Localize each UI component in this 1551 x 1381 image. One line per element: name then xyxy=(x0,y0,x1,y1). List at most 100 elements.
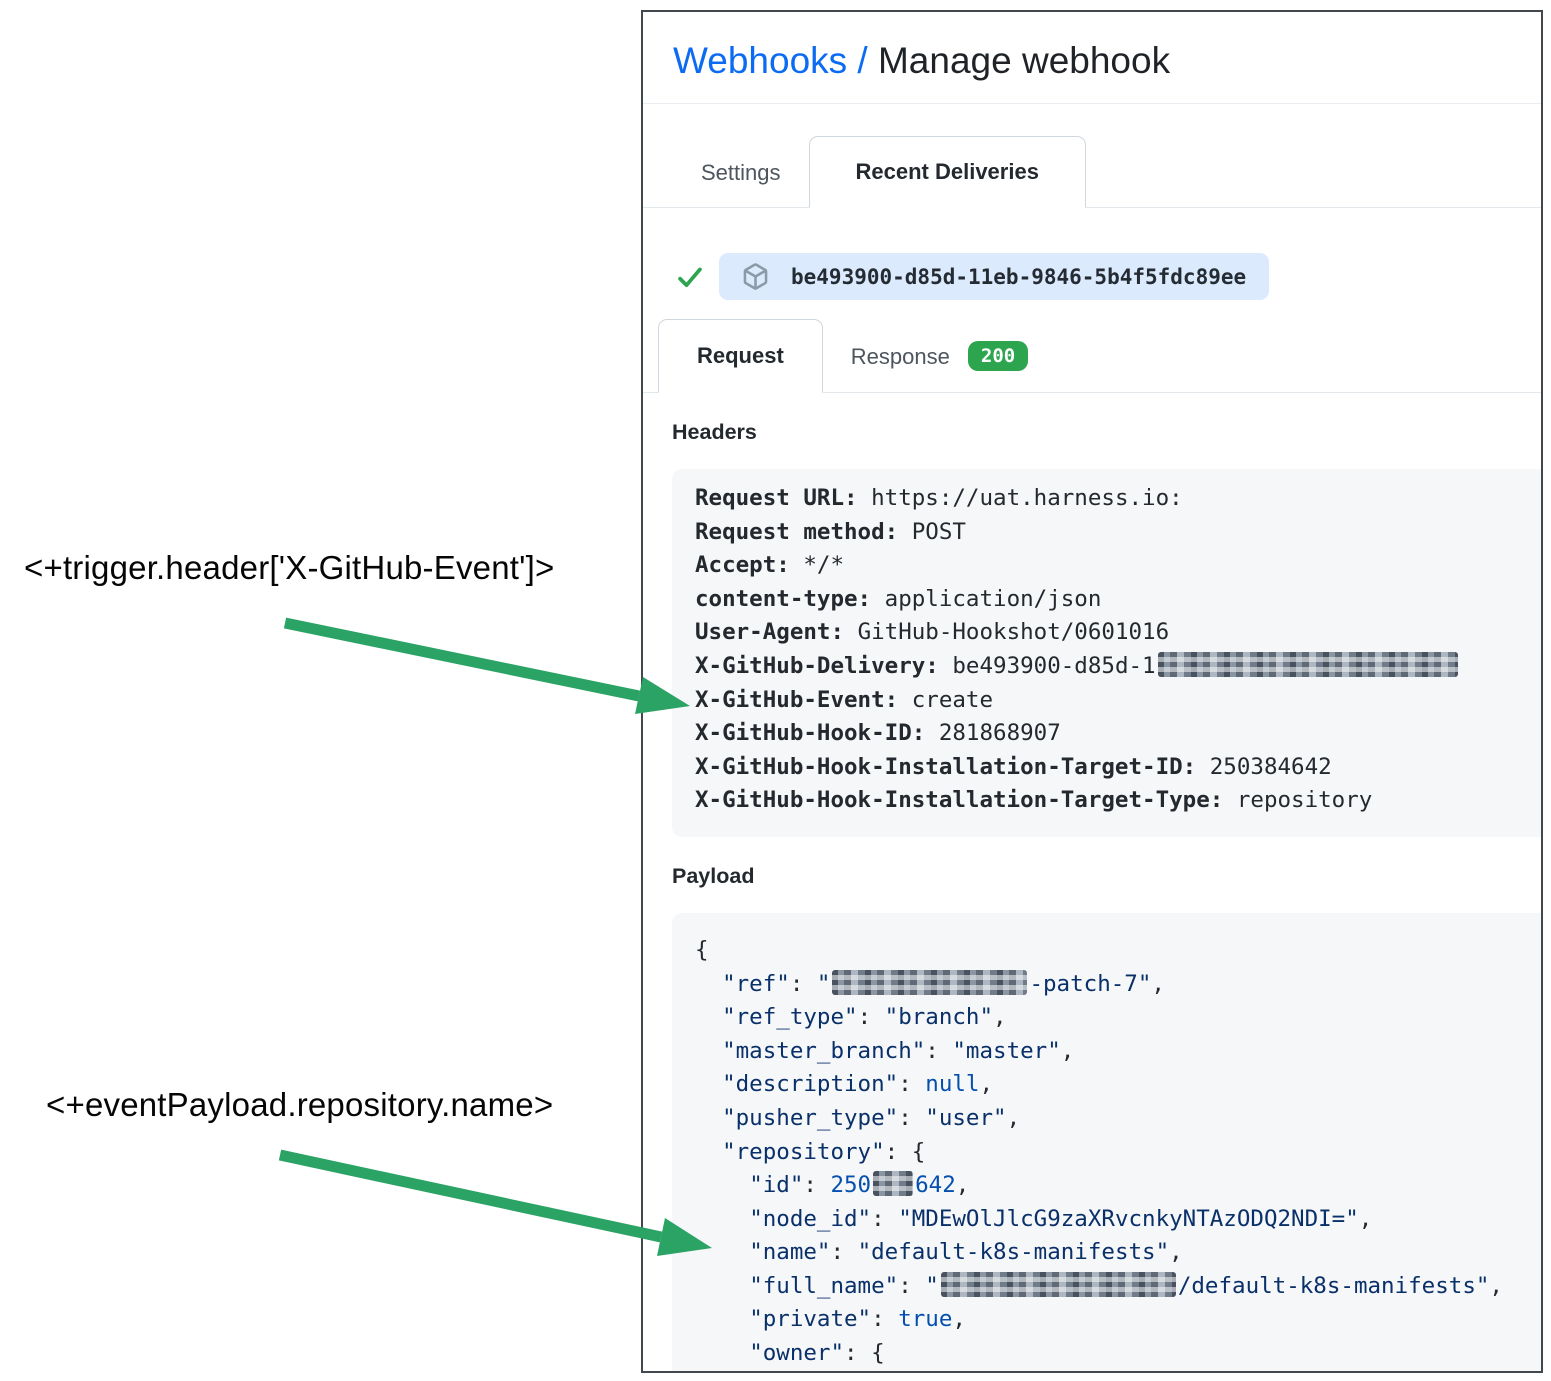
payload-token: "MDEwOlJlcG9zaXRvcnkyNTAzODQ2NDI=" xyxy=(898,1205,1359,1232)
payload-line: { xyxy=(695,934,1517,968)
header-row: content-type: application/json xyxy=(695,583,1517,617)
payload-token: "pusher_type" xyxy=(722,1104,899,1131)
header-row: X-GitHub-Hook-ID: 281868907 xyxy=(695,717,1517,751)
payload-token: "default-k8s-manifests" xyxy=(857,1239,1170,1266)
header-row: X-GitHub-Hook-Installation-Target-ID: 25… xyxy=(695,751,1517,785)
payload-token: /default-k8s-manifests" xyxy=(1177,1272,1490,1299)
response-status-badge: 200 xyxy=(967,341,1029,371)
payload-line: "pusher_type": "user", xyxy=(695,1102,1517,1136)
payload-line: "full_name": " /default-k8s-manifests", xyxy=(695,1270,1517,1304)
payload-token: , xyxy=(1151,970,1165,997)
delivery-id-pill[interactable]: be493900-d85d-11eb-9846-5b4f5fdc89ee xyxy=(719,253,1270,300)
headers-section-title: Headers xyxy=(672,420,757,444)
payload-token xyxy=(695,1172,749,1198)
payload-token: , xyxy=(1489,1272,1503,1299)
tab-settings[interactable]: Settings xyxy=(701,160,781,185)
request-response-tabs: Request Response 200 xyxy=(643,319,1541,393)
payload-section-title: Payload xyxy=(672,863,755,888)
payload-expression-label: <+eventPayload.repository.name> xyxy=(46,1086,554,1123)
redacted-text xyxy=(873,1171,914,1197)
header-name: X-GitHub-Hook-Installation-Target-Type: xyxy=(695,787,1224,814)
payload-token: "node_id" xyxy=(749,1205,872,1232)
header-name: content-type: xyxy=(695,585,872,612)
tab-response-label: Response xyxy=(850,344,950,369)
payload-token: , xyxy=(1006,1104,1021,1131)
tab-request[interactable]: Request xyxy=(658,319,823,393)
header-name: User-Agent: xyxy=(695,619,845,646)
header-value: GitHub-Hookshot/0601016 xyxy=(857,619,1170,646)
payload-line: "owner": { xyxy=(695,1337,1517,1371)
header-name: X-GitHub-Hook-Installation-Target-ID: xyxy=(695,753,1197,780)
payload-token: : { xyxy=(844,1340,885,1367)
delivery-guid: be493900-d85d-11eb-9846-5b4f5fdc89ee xyxy=(791,264,1247,289)
payload-token xyxy=(695,1306,749,1332)
payload-token: "name" xyxy=(749,1239,831,1266)
payload-token: : xyxy=(898,1071,926,1098)
payload-token: , xyxy=(1358,1205,1373,1232)
header-value: application/json xyxy=(884,585,1102,612)
page-heading: Webhooks / Manage webhook xyxy=(673,40,1541,82)
success-check-icon xyxy=(678,267,702,287)
payload-token: "id" xyxy=(749,1172,804,1199)
payload-line: "ref": "-patch-7", xyxy=(695,968,1517,1002)
payload-token: : xyxy=(857,1004,885,1031)
payload-token: { xyxy=(695,936,709,963)
payload-token: "repository" xyxy=(722,1138,885,1165)
package-icon xyxy=(743,263,768,290)
payload-token xyxy=(695,1071,722,1097)
payload-token: : xyxy=(898,1272,926,1299)
payload-token xyxy=(695,1004,722,1030)
payload-token xyxy=(695,971,722,997)
payload-token: , xyxy=(955,1172,970,1199)
payload-token: " xyxy=(816,970,831,997)
payload-token: "description" xyxy=(722,1071,899,1098)
payload-token xyxy=(695,1206,749,1232)
redacted-text xyxy=(940,1271,1176,1297)
header-name: X-GitHub-Delivery: xyxy=(695,652,939,679)
header-name: X-GitHub-Event: xyxy=(695,686,899,713)
payload-token xyxy=(695,1038,722,1064)
payload-token: "branch" xyxy=(884,1004,994,1031)
payload-token: : xyxy=(898,1104,926,1131)
tab-recent-deliveries[interactable]: Recent Deliveries xyxy=(808,136,1086,208)
payload-token xyxy=(695,1340,749,1366)
payload-token: -patch-7" xyxy=(1029,970,1152,997)
payload-token: : xyxy=(803,1172,831,1199)
payload-token: , xyxy=(952,1306,966,1333)
payload-line: "private": true, xyxy=(695,1303,1517,1337)
header-row: X-GitHub-Event: create xyxy=(695,684,1517,718)
header-value: repository xyxy=(1236,787,1373,814)
header-value: POST xyxy=(911,518,966,545)
header-value: 250384642 xyxy=(1209,753,1332,780)
payload-token: "ref_type" xyxy=(722,1004,858,1031)
header-row: X-GitHub-Hook-Installation-Target-Type: … xyxy=(695,784,1517,818)
delivery-row: be493900-d85d-11eb-9846-5b4f5fdc89ee xyxy=(676,253,1541,300)
payload-token: 642 xyxy=(915,1172,956,1199)
header-name: Request method: xyxy=(695,518,899,545)
payload-token: "private" xyxy=(749,1306,872,1333)
header-row: Request URL: https://uat.harness.io: xyxy=(695,482,1517,516)
payload-codebox: { "ref": " -patch-7", "ref_type": "branch… xyxy=(672,912,1541,1371)
payload-line: "ref_type": "branch", xyxy=(695,1001,1517,1035)
payload-token: : xyxy=(871,1205,899,1232)
header-name: Request URL: xyxy=(695,485,858,511)
payload-token: : xyxy=(830,1239,858,1266)
payload-token: "full_name" xyxy=(749,1272,899,1299)
payload-token: : xyxy=(925,1037,953,1064)
breadcrumb-webhooks-link[interactable]: Webhooks / xyxy=(673,40,868,81)
payload-token xyxy=(695,1105,722,1131)
header-name: Accept: xyxy=(695,552,790,579)
trigger-arrow xyxy=(283,617,690,714)
header-value: create xyxy=(911,686,994,713)
header-name: X-GitHub-Hook-ID: xyxy=(695,720,926,747)
header-value: https://uat.harness.io: xyxy=(871,485,1183,511)
payload-token: "master" xyxy=(952,1037,1061,1064)
payload-token: "ref" xyxy=(722,970,790,997)
header-row: Accept: */* xyxy=(695,549,1517,583)
payload-line: "name": "default-k8s-manifests", xyxy=(695,1236,1517,1270)
tab-response[interactable]: Response 200 xyxy=(823,320,1056,392)
payload-token: , xyxy=(1060,1037,1075,1064)
payload-token: " xyxy=(925,1272,939,1299)
payload-line: "master_branch": "master", xyxy=(695,1035,1517,1069)
